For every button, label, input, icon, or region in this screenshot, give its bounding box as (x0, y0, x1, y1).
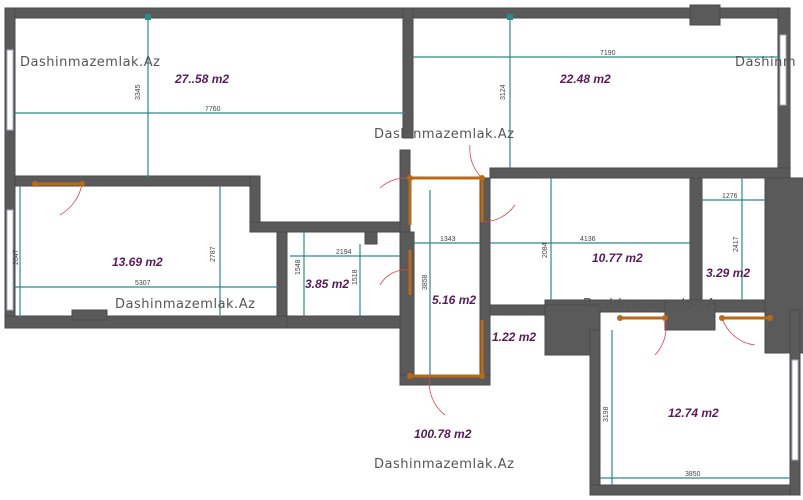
dim-2787: 2787 (210, 246, 217, 262)
swing-d (379, 269, 411, 286)
watermark-3: Dashinmazemlak.Az (374, 127, 514, 142)
doors (32, 144, 773, 416)
swing-c (481, 204, 516, 223)
watermark-5: Dashinmazemlak.Az (583, 297, 723, 312)
room-area-r9: 12.74 m2 (668, 406, 719, 420)
wall-bottom-stub (71, 309, 108, 321)
dimension-labels: 7760 3345 7190 3124 5307 2647 2787 2194 … (13, 50, 740, 478)
total-area: 100.78 m2 (414, 427, 472, 441)
windows (6, 34, 799, 461)
room-area-r7: 3.29 m2 (706, 266, 750, 280)
dim-3124: 3124 (500, 84, 507, 100)
room-area-r3: 13.69 m2 (112, 255, 163, 269)
window-right-bottom (791, 359, 799, 461)
swing-g (721, 317, 756, 346)
wall-top-left (4, 7, 414, 19)
wall-385-bottom (286, 315, 413, 329)
wall-column-top (689, 4, 721, 26)
watermark-2: Dashinm (735, 55, 796, 70)
room-area-r6: 10.77 m2 (592, 251, 643, 265)
wall-1077-right (689, 177, 703, 304)
watermark-1: Dashinmazemlak.Az (20, 55, 160, 70)
window-left-top (6, 49, 14, 131)
dim-7190: 7190 (600, 50, 616, 57)
wall-horizontal-right (489, 167, 791, 179)
dim-1343: 1343 (440, 236, 456, 243)
dimension-lines (15, 14, 790, 485)
wall-122-top (489, 304, 551, 316)
dim-2647: 2647 (13, 249, 20, 265)
room-area-r1: 27..58 m2 (174, 72, 229, 86)
window-right-top (779, 34, 787, 106)
dim-3198: 3198 (603, 406, 610, 422)
dim-4136: 4136 (580, 236, 596, 243)
wall-1274-bottom (589, 484, 801, 496)
swing-f (654, 317, 667, 356)
wall-385-notch (364, 231, 378, 245)
room-area-r8: 1.22 m2 (492, 330, 536, 344)
dim-3345: 3345 (135, 84, 142, 100)
wall-corridor-left (399, 231, 415, 383)
dim-5307: 5307 (135, 280, 151, 287)
swing-e (429, 375, 446, 416)
dim-3850: 3850 (685, 471, 701, 478)
swing-b (469, 144, 483, 179)
wall-1369-right (276, 231, 288, 328)
dim-1276: 1276 (722, 193, 738, 200)
wall-step-h (249, 221, 411, 233)
walls (4, 4, 803, 496)
dim-1548: 1548 (295, 259, 302, 275)
room-area-r4: 3.85 m2 (305, 277, 349, 291)
dim-7760: 7760 (205, 106, 221, 113)
window-left-bottom (6, 209, 14, 311)
watermarks: Dashinmazemlak.Az Dashinm Dashinmazemlak… (20, 55, 796, 472)
wall-mid-vertical (402, 7, 414, 139)
room-area-r5: 5.16 m2 (432, 293, 476, 307)
dim-2084: 2084 (542, 242, 549, 258)
dim-3858: 3858 (422, 274, 429, 290)
dim-2194: 2194 (336, 249, 352, 256)
wall-1274-left (589, 329, 601, 496)
watermark-6: Dashinmazemlak.Az (374, 457, 514, 472)
watermark-4: Dashinmazemlak.Az (115, 297, 255, 312)
wall-bottom-left (4, 315, 291, 329)
room-areas: 27..58 m2 22.48 m2 13.69 m2 3.85 m2 5.16… (112, 72, 750, 441)
door-swing-1369 (59, 183, 83, 216)
dim-2417: 2417 (733, 236, 740, 252)
room-area-r2: 22.48 m2 (559, 72, 611, 86)
dim-1518: 1518 (352, 269, 359, 285)
wall-top-right (412, 7, 789, 19)
